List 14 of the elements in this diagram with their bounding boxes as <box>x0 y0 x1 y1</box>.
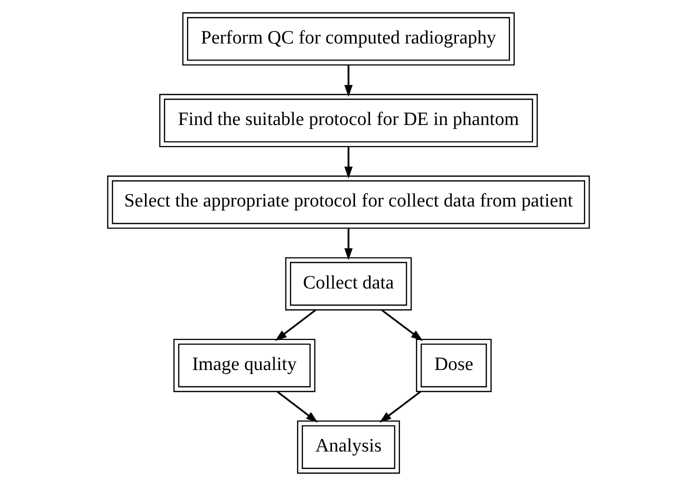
node-box: Collect data <box>285 257 412 310</box>
node-box: Image quality <box>173 338 316 392</box>
arrow <box>381 309 423 341</box>
node-box: Perform QC for computed radiography <box>182 12 515 66</box>
node-box: Select the appropriate protocol for collect data from patient <box>107 176 590 229</box>
arrow <box>344 65 353 97</box>
node-box: Dose <box>416 338 492 392</box>
arrow <box>274 309 316 341</box>
arrow <box>276 391 318 423</box>
node-box: Analysis <box>297 420 400 474</box>
arrow <box>379 391 422 423</box>
arrow <box>344 146 353 178</box>
node-box: Find the suitable protocol for DE in phantom <box>159 94 538 148</box>
arrow <box>344 228 353 260</box>
